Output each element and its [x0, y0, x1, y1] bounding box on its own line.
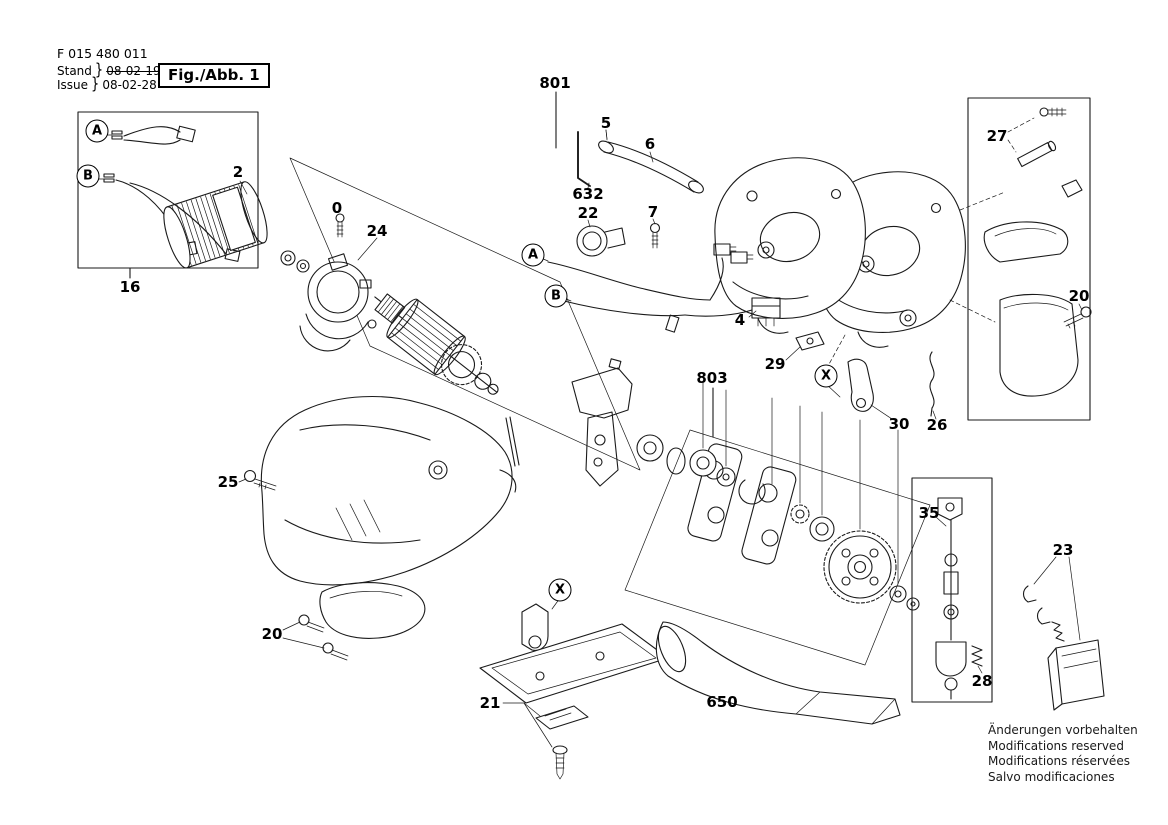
bracket-group-drawing — [1022, 556, 1105, 711]
callout-x-foot: X — [548, 578, 572, 602]
wiring-harness-drawing — [540, 243, 754, 333]
callout-b-box: B — [76, 164, 100, 188]
stator-drawing — [163, 180, 310, 273]
foot-plate-drawing — [479, 597, 669, 780]
part-label-16: 16 — [119, 278, 141, 296]
part-label-30: 30 — [888, 415, 910, 433]
part-label-21: 21 — [479, 694, 501, 712]
note-fr: Modifications réservées — [988, 754, 1130, 768]
part-label-2: 2 — [232, 163, 244, 181]
part-label-0: 0 — [331, 199, 343, 217]
part-label-7: 7 — [647, 203, 659, 221]
switch-drawing — [748, 297, 781, 327]
part-label-28: 28 — [971, 672, 993, 690]
part-label-29: 29 — [764, 355, 786, 373]
stand-brace: } — [94, 61, 104, 80]
part-label-26: 26 — [926, 416, 948, 434]
support-bracket-drawing — [571, 358, 686, 487]
handle-housing-drawing — [714, 157, 1006, 367]
stand-date: 08-02-19 — [106, 64, 161, 78]
part-label-22: 22 — [577, 204, 599, 222]
figure-title: Fig./Abb. 1 — [158, 63, 270, 88]
part-label-24: 24 — [366, 222, 388, 240]
lever-group-drawing — [785, 331, 937, 420]
part-label-632: 632 — [572, 185, 604, 203]
note-en: Modifications reserved — [988, 738, 1124, 753]
callout-b-wiring: B — [544, 284, 568, 308]
part-label-801: 801 — [539, 74, 571, 92]
small-parts-center — [576, 129, 704, 257]
issue-label: Issue — [57, 78, 89, 92]
callout-x-lever: X — [814, 364, 838, 388]
note-de: Änderungen vorbehalten — [988, 723, 1138, 737]
callout-a-wiring: A — [521, 243, 545, 267]
issue-brace: } — [91, 75, 100, 94]
blower-nozzle-drawing — [655, 621, 901, 725]
note-es: Salvo modificaciones — [988, 769, 1115, 784]
part-label-650: 650 — [706, 693, 738, 711]
issue-date: 08-02-28 — [102, 78, 157, 92]
document-number: F 015 480 011 — [57, 46, 148, 61]
gear-train-drawing — [624, 381, 931, 666]
part-label-5: 5 — [600, 114, 612, 132]
part-label-27: 27 — [986, 127, 1008, 145]
callout-a-box: A — [85, 119, 109, 143]
modification-notes: Änderungen vorbehalten Modifications res… — [988, 723, 1138, 785]
armature-drawing — [374, 293, 520, 467]
part-label-803: 803 — [696, 369, 728, 387]
tool-body-drawing — [238, 396, 517, 661]
stand-label: Stand — [57, 64, 92, 78]
part-label-6: 6 — [644, 135, 656, 153]
part-label-4: 4 — [734, 311, 746, 329]
right-detail-box — [967, 97, 1092, 421]
title-block: F 015 480 011 Stand } 08-02-19 Issue } 0… — [57, 46, 161, 94]
misc-leader-lines — [605, 129, 608, 140]
part-label-35: 35 — [918, 504, 940, 522]
part-label-20-right: 20 — [1068, 287, 1090, 305]
part-label-23: 23 — [1052, 541, 1074, 559]
part-label-25: 25 — [217, 473, 239, 491]
brush-plate-drawing — [299, 213, 378, 352]
plunger-box-drawing — [911, 477, 993, 703]
part-label-20-left: 20 — [261, 625, 283, 643]
